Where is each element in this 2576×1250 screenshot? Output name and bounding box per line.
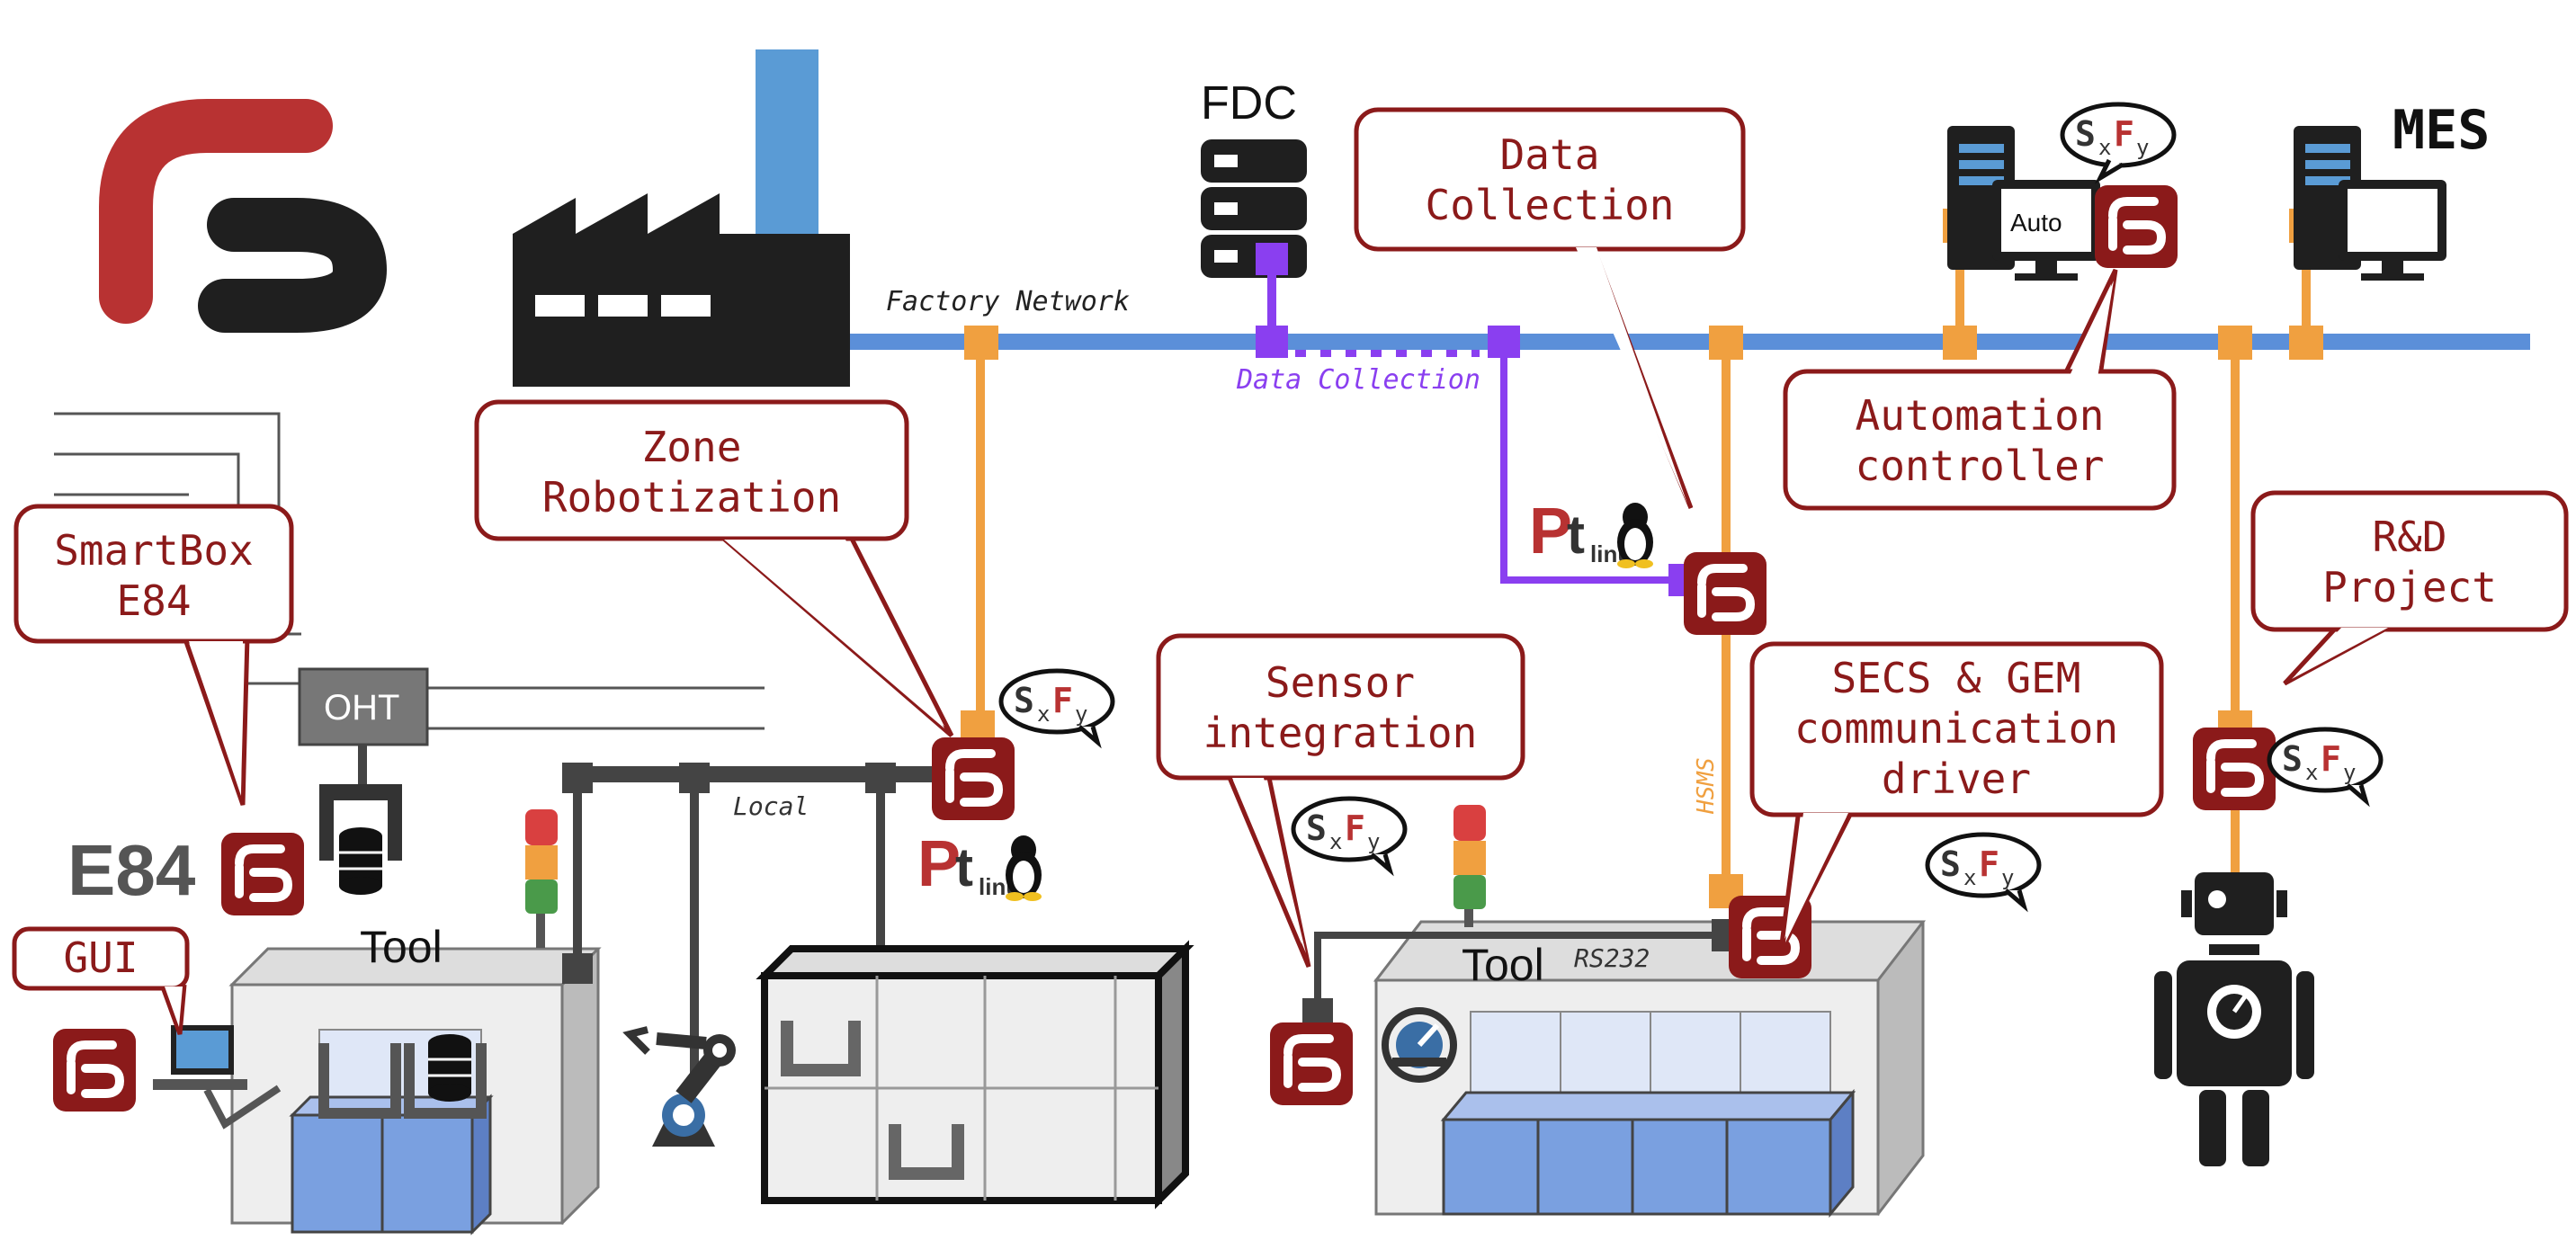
cim-logo-icon [932, 737, 1015, 820]
callout-rd-project: R&D Project [2250, 490, 2569, 686]
hsms-label: HSMS [1693, 757, 1720, 815]
svg-text:F: F [1052, 681, 1073, 720]
signal-tower-icon [525, 809, 558, 948]
tool-left [228, 947, 602, 1236]
callout-data-collection: Data Collection [1354, 107, 1746, 509]
factory-network-line [850, 334, 2530, 350]
svg-text:y: y [2001, 865, 2014, 890]
svg-text:t: t [955, 837, 973, 897]
svg-text:Project: Project [2322, 563, 2497, 612]
robot-icon [2154, 872, 2314, 1166]
callout-automation-controller: Automation controller [1783, 268, 2177, 511]
cim-logo-icon [1270, 1022, 1353, 1105]
sxfy-badge: S x F y [998, 668, 1115, 749]
factory-network-label: Factory Network [886, 286, 1130, 317]
svg-text:F: F [2321, 739, 2341, 779]
callout-zone-robotization: Zone Robotization [474, 399, 954, 737]
svg-text:F: F [2114, 114, 2134, 154]
ptlinux-badge: P t linux [1529, 496, 1653, 568]
svg-text:SECS & GEM: SECS & GEM [1832, 654, 2081, 702]
svg-text:S: S [2282, 739, 2303, 779]
svg-text:S: S [1940, 844, 1961, 884]
svg-text:y: y [2343, 760, 2356, 785]
tool-right-label: Tool [1462, 940, 1544, 990]
gauge-icon [1382, 1007, 1457, 1083]
svg-text:controller: controller [1856, 442, 2105, 490]
svg-text:x: x [1329, 829, 1342, 854]
company-logo-icon [99, 99, 388, 333]
svg-text:integration: integration [1203, 709, 1478, 757]
cim-logo-icon [2193, 728, 2276, 810]
callout-gui: GUI [12, 926, 190, 1035]
sxfy-badge: S x F y [2267, 727, 2384, 808]
data-collection-network-label: Data Collection [1236, 364, 1480, 396]
cim-logo-icon [2095, 185, 2178, 268]
oht-box [298, 667, 429, 746]
e84-label: E84 [67, 830, 196, 910]
stocker [756, 940, 1194, 1210]
oht-label: OHT [324, 688, 399, 728]
svg-text:driver: driver [1882, 754, 2031, 803]
svg-text:x: x [2305, 760, 2318, 785]
foup-icon [428, 1034, 471, 1102]
svg-text:SmartBox: SmartBox [54, 526, 254, 575]
svg-text:Sensor: Sensor [1266, 658, 1415, 707]
svg-text:Data: Data [1500, 130, 1600, 179]
factory-icon [513, 49, 850, 387]
svg-text:GUI: GUI [63, 933, 138, 982]
mes-label: MES [2393, 99, 2490, 162]
local-label: Local [733, 791, 809, 821]
svg-text:Collection: Collection [1426, 181, 1675, 229]
cim-logo-icon [221, 833, 304, 915]
svg-text:Automation: Automation [1856, 391, 2105, 440]
svg-text:S: S [2075, 114, 2096, 154]
sxfy-badge: S x F y [2060, 102, 2177, 184]
robot-arm-icon [622, 1026, 736, 1147]
signal-tower-icon [1453, 805, 1486, 927]
cim-logo-icon [53, 1029, 136, 1112]
server-rack-icon [1201, 139, 1307, 278]
svg-text:x: x [1037, 701, 1050, 727]
sxfy-badge: S x F y [1291, 796, 1408, 877]
svg-text:S: S [1306, 808, 1327, 848]
computer-icon [1947, 126, 2100, 281]
svg-text:x: x [1963, 865, 1976, 890]
foup-icon [319, 784, 402, 895]
svg-text:y: y [1367, 829, 1380, 854]
fdc-label: FDC [1201, 77, 1297, 129]
svg-text:F: F [1979, 844, 1999, 884]
cim-logo-icon [1684, 552, 1767, 635]
svg-text:communication: communication [1794, 704, 2118, 753]
svg-text:P: P [1529, 496, 1572, 567]
auto-label: Auto [2010, 209, 2062, 237]
callout-smartbox: SmartBox E84 [13, 504, 294, 806]
svg-text:y: y [1075, 701, 1087, 727]
svg-text:t: t [1567, 504, 1585, 565]
computer-icon [2294, 126, 2446, 281]
svg-text:y: y [2136, 135, 2149, 160]
sensor-wire [1314, 932, 1727, 1007]
svg-text:E84: E84 [116, 576, 191, 625]
svg-text:x: x [2098, 135, 2111, 160]
svg-text:S: S [1014, 681, 1034, 720]
svg-text:R&D: R&D [2372, 513, 2446, 561]
svg-text:F: F [1345, 808, 1365, 848]
sxfy-badge: S x F y [1925, 832, 2042, 913]
svg-text:Zone: Zone [642, 423, 742, 471]
ptlinux-badge: P t linux [917, 828, 1042, 901]
linux-penguin-icon [1617, 503, 1653, 568]
callout-sensor-integration: Sensor integration [1156, 633, 1525, 968]
svg-text:Robotization: Robotization [542, 473, 841, 522]
callout-secs-gem: SECS & GEM communication driver [1749, 641, 2164, 953]
local-gantry [562, 763, 994, 1079]
tool-left-label: Tool [360, 922, 443, 972]
svg-text:P: P [917, 828, 961, 900]
rs232-label: RS232 [1574, 943, 1650, 973]
linux-penguin-icon [1006, 835, 1042, 901]
